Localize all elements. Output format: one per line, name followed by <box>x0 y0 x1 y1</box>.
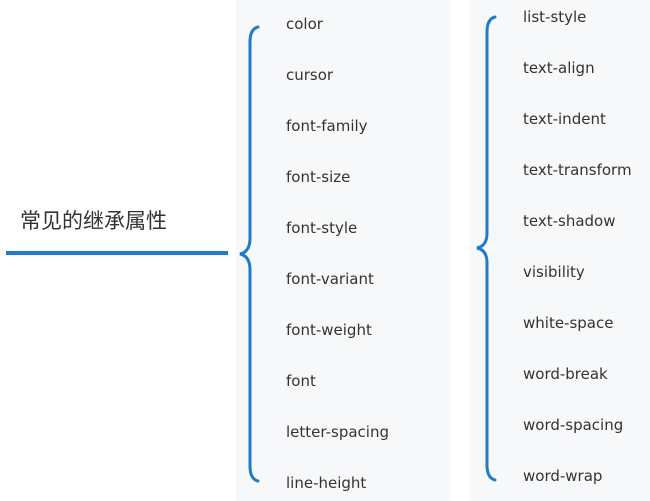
list-item[interactable]: text-shadow <box>523 212 616 230</box>
root-topic-title[interactable]: 常见的继承属性 <box>20 209 167 233</box>
list-item[interactable]: text-transform <box>523 161 632 179</box>
list-item[interactable]: word-wrap <box>523 467 603 485</box>
list-item[interactable]: text-indent <box>523 110 606 128</box>
list-item[interactable]: word-spacing <box>523 416 624 434</box>
list-item[interactable]: list-style <box>523 8 587 26</box>
list-item[interactable]: font-style <box>286 219 358 237</box>
list-item[interactable]: text-align <box>523 59 595 77</box>
list-item[interactable]: font-size <box>286 168 351 186</box>
list-item[interactable]: cursor <box>286 66 334 84</box>
list-item[interactable]: line-height <box>286 474 367 492</box>
list-item[interactable]: font <box>286 372 316 390</box>
list-item[interactable]: font-variant <box>286 270 374 288</box>
list-item[interactable]: font-family <box>286 117 368 135</box>
list-item[interactable]: white-space <box>523 314 614 332</box>
left-brace <box>239 25 260 483</box>
list-item[interactable]: color <box>286 15 323 33</box>
list-item[interactable]: visibility <box>523 263 585 281</box>
right-group-panel <box>470 0 650 501</box>
left-group-panel <box>236 0 450 501</box>
root-connector-line <box>6 251 228 255</box>
list-item[interactable]: word-break <box>523 365 608 383</box>
right-brace <box>476 15 497 482</box>
list-item[interactable]: letter-spacing <box>286 423 389 441</box>
list-item[interactable]: font-weight <box>286 321 372 339</box>
